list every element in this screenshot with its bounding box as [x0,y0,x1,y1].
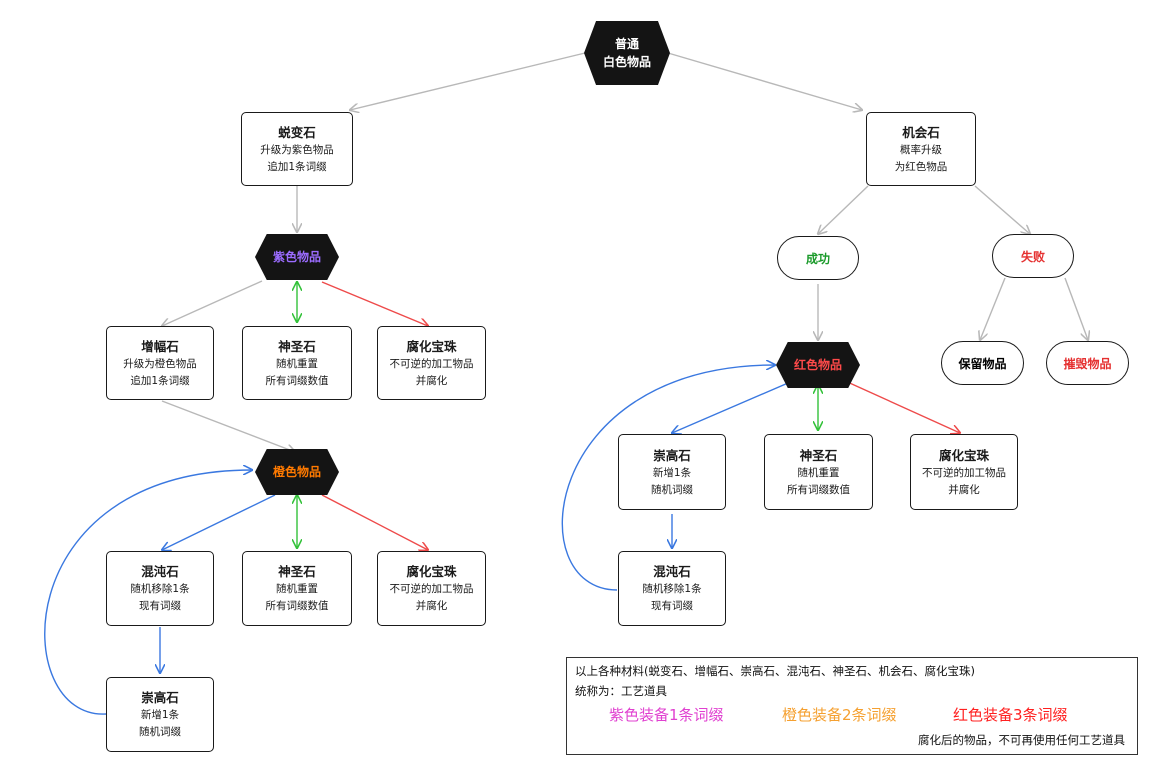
chaos-right-line1: 随机移除1条 [642,583,702,595]
purple-item-hex: 紫色物品 [255,234,339,280]
divine1-line2: 所有词缀数值 [265,374,329,387]
divine-stone-box-1: 神圣石 随机重置 所有词缀数值 [242,326,352,400]
note-line1: 以上各种材料(蜕变石、增幅石、崇高石、混沌石、神圣石、机会石、腐化宝珠) [575,664,975,678]
divine-right-line2: 所有词缀数值 [787,483,850,496]
keep-item-label: 保留物品 [958,356,1007,371]
divine2-line2: 所有词缀数值 [265,600,329,612]
chaos-left-title: 混沌石 [141,564,179,579]
fail-pill: 失败 [992,234,1074,278]
arrow-root-to-mutation [350,52,586,110]
corrupt1-line1: 不可逆的加工物品 [389,357,474,370]
note-red: 红色装备3条词缀 [953,706,1068,724]
divine-stone-box-2: 神圣石 随机重置 所有词缀数值 [242,551,352,626]
corrupt-orb-box-right: 腐化宝珠 不可逆的加工物品 并腐化 [910,434,1018,510]
divine2-line1: 随机重置 [276,583,318,595]
corrupt-right-line1: 不可逆的加工物品 [922,466,1006,479]
corrupt-orb-box-2: 腐化宝珠 不可逆的加工物品 并腐化 [377,551,486,626]
divine-stone-box-right: 神圣石 随机重置 所有词缀数值 [764,434,873,510]
chance-stone-box: 机会石 概率升级 为红色物品 [866,112,976,186]
chaos-stone-box-right: 混沌石 随机移除1条 现有词缀 [618,551,726,626]
fail-label: 失败 [1020,249,1045,264]
arrow-orange-to-chaos [162,494,276,550]
legend-note-box: 以上各种材料(蜕变石、增幅石、崇高石、混沌石、神圣石、机会石、腐化宝珠) 统称为… [566,657,1138,755]
arrow-root-to-chance [667,52,862,110]
exalt-left-line2: 随机词缀 [139,726,181,738]
arrow-chance-to-success [818,185,869,234]
success-pill: 成功 [777,236,859,280]
red-item-label: 红色物品 [793,358,842,372]
root-white-item-hex: 普通 白色物品 [584,21,670,85]
purple-item-label: 紫色物品 [272,250,321,264]
chance-line2: 为红色物品 [894,160,948,173]
chaos-left-line2: 现有词缀 [139,600,181,612]
chaos-left-line1: 随机移除1条 [130,583,190,595]
divine2-title: 神圣石 [278,564,316,579]
root-line2: 白色物品 [602,55,651,69]
corrupt2-line2: 并腐化 [415,600,448,612]
divine-right-title: 神圣石 [799,447,838,463]
keep-item-pill: 保留物品 [941,341,1024,385]
orange-item-hex: 橙色物品 [255,449,339,495]
corrupt-right-line2: 并腐化 [948,483,980,496]
mutation-line2: 追加1条词缀 [267,160,327,173]
exalt-right-line1: 新增1条 [652,466,692,479]
chance-line1: 概率升级 [900,143,942,156]
arrow-chaos-loop-to-red [561,365,775,591]
augment-title: 增幅石 [141,338,179,354]
corrupt-right-title: 腐化宝珠 [938,447,989,463]
arrow-exalt-loop-to-orange [44,470,252,715]
corrupt1-line2: 并腐化 [415,374,448,387]
exalt-stone-box-right: 崇高石 新增1条 随机词缀 [618,434,726,510]
arrow-fail-to-destroy [1064,277,1088,340]
corrupt2-title: 腐化宝珠 [406,564,457,579]
note-line4: 腐化后的物品，不可再使用任何工艺道具 [918,733,1125,747]
arrow-fail-to-keep [980,277,1006,340]
divine1-line1: 随机重置 [276,357,318,370]
mutation-stone-box: 蜕变石 升级为紫色物品 追加1条词缀 [241,112,353,186]
arrow-chance-to-fail [974,185,1030,234]
exalt-right-title: 崇高石 [653,447,691,463]
chaos-right-line2: 现有词缀 [651,600,693,612]
note-purple: 紫色装备1条词缀 [609,706,724,724]
orange-item-label: 橙色物品 [272,465,321,479]
arrow-purple-to-augment [162,280,263,326]
exalt-left-line1: 新增1条 [140,709,180,721]
augment-line2: 追加1条词缀 [130,374,190,387]
arrow-red-to-exalt [672,379,796,433]
destroy-item-pill: 摧毁物品 [1046,341,1129,385]
mutation-title: 蜕变石 [278,124,316,140]
augment-line1: 升级为橙色物品 [123,357,197,370]
note-line2: 统称为：工艺道具 [575,684,667,698]
root-line1: 普通 [614,37,639,51]
note-orange: 橙色装备2条词缀 [782,706,897,724]
chance-title: 机会石 [902,124,940,140]
divine1-title: 神圣石 [278,338,316,354]
exalt-stone-box-left: 崇高石 新增1条 随机词缀 [106,677,214,752]
mutation-line1: 升级为紫色物品 [260,143,334,156]
corrupt1-title: 腐化宝珠 [406,338,457,354]
success-label: 成功 [805,251,830,266]
corrupt2-line1: 不可逆的加工物品 [389,583,474,595]
chaos-right-title: 混沌石 [653,564,691,579]
augment-stone-box: 增幅石 升级为橙色物品 追加1条词缀 [106,326,214,400]
red-item-hex: 红色物品 [776,342,860,388]
divine-right-line1: 随机重置 [797,466,840,479]
arrow-orange-to-corrupt2 [321,494,428,550]
arrow-purple-to-corrupt1 [321,281,428,326]
chaos-stone-box-left: 混沌石 随机移除1条 现有词缀 [106,551,214,626]
arrow-augment-to-orange [161,400,295,452]
exalt-left-title: 崇高石 [141,690,179,705]
arrow-red-to-corrupt [842,379,960,433]
corrupt-orb-box-1: 腐化宝珠 不可逆的加工物品 并腐化 [377,326,486,400]
destroy-item-label: 摧毁物品 [1063,356,1112,371]
exalt-right-line2: 随机词缀 [651,483,693,496]
